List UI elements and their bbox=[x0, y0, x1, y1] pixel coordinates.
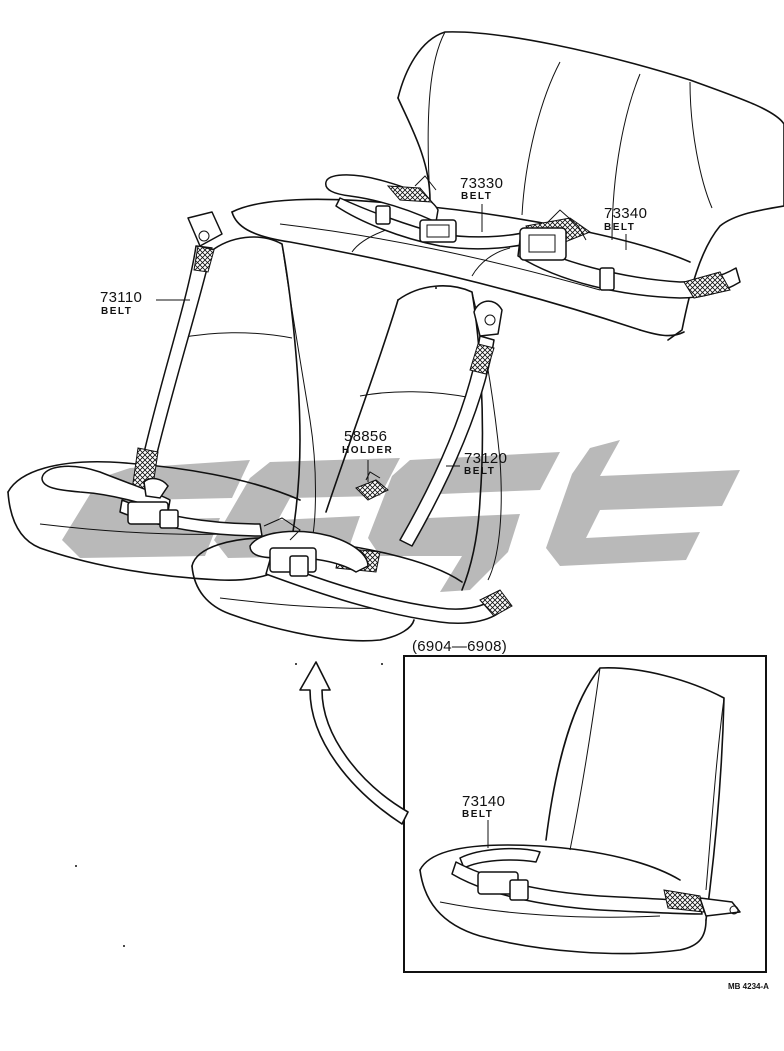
holder-58856-drawing bbox=[355, 471, 389, 501]
drawing-code: MB 4234-A bbox=[728, 982, 769, 991]
part-number-73140: 73140 bbox=[462, 793, 505, 810]
part-name-58856: HOLDER bbox=[342, 445, 393, 456]
belt-73330-drawing bbox=[325, 174, 549, 250]
scan-specks bbox=[75, 287, 437, 947]
part-name-73340: BELT bbox=[604, 222, 635, 233]
part-number-58856: 58856 bbox=[344, 428, 387, 445]
inset-range-label: (6904—6908) bbox=[412, 638, 507, 655]
part-name-73120: BELT bbox=[464, 466, 495, 477]
part-number-73340: 73340 bbox=[604, 205, 647, 222]
part-name-73330: BELT bbox=[461, 191, 492, 202]
part-number-73330: 73330 bbox=[460, 175, 503, 192]
belt-73120-drawing bbox=[249, 300, 513, 624]
front-left-seat bbox=[7, 236, 316, 581]
belt-73340-drawing bbox=[517, 209, 741, 299]
part-name-73140: BELT bbox=[462, 809, 493, 820]
inset-panel bbox=[403, 655, 767, 973]
part-number-73120: 73120 bbox=[464, 450, 507, 467]
leader-lines bbox=[156, 204, 627, 848]
belt-73110-drawing bbox=[41, 211, 263, 537]
inset-arrow bbox=[299, 661, 409, 825]
part-number-73110: 73110 bbox=[100, 289, 142, 306]
part-name-73110: BELT bbox=[101, 306, 132, 317]
